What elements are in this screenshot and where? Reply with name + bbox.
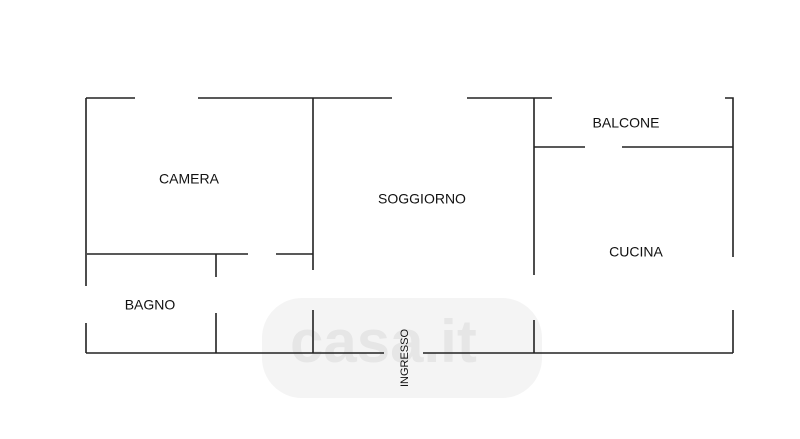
room-label-balcone: BALCONE (593, 115, 660, 131)
watermark-logo: casa.it (290, 308, 477, 375)
watermark-backdrop (262, 298, 542, 398)
room-label-cucina: CUCINA (609, 244, 663, 260)
room-label-bagno: BAGNO (125, 297, 176, 313)
room-label-soggiorno: SOGGIORNO (378, 191, 466, 207)
room-label-camera: CAMERA (159, 171, 220, 187)
wall-right-1 (725, 97, 734, 257)
entrance-label: INGRESSO (399, 329, 411, 388)
walls (85, 97, 734, 354)
